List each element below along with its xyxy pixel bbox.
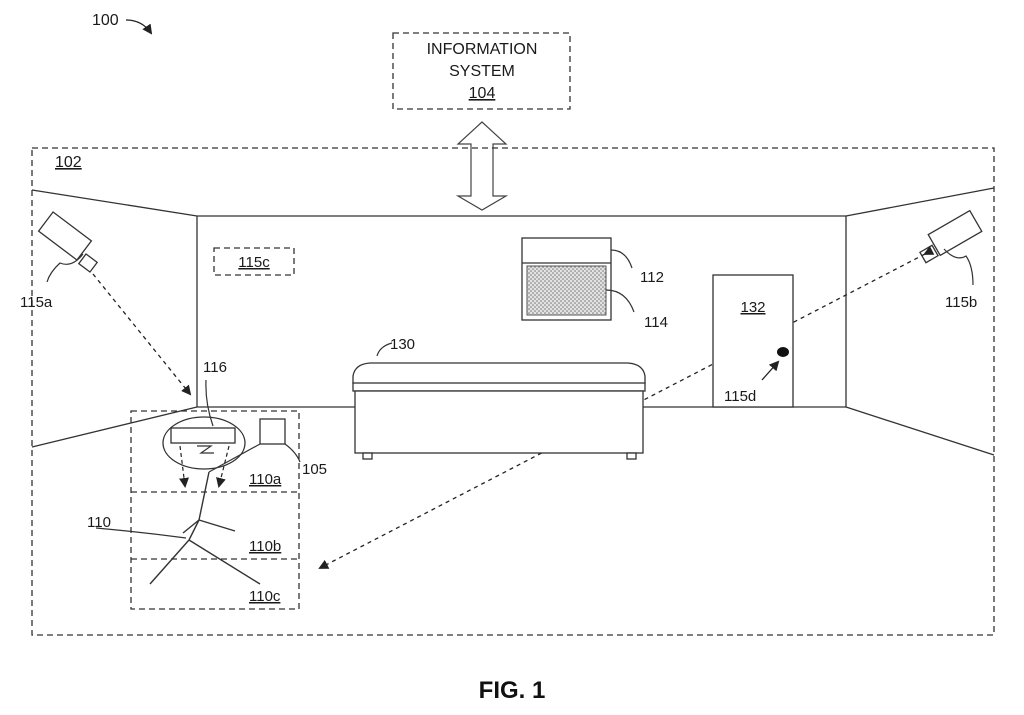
figure-ref-arrow xyxy=(126,20,151,33)
device-116-band xyxy=(171,428,235,443)
screen-114-label: 114 xyxy=(644,314,668,331)
camera-115a-view-line xyxy=(93,274,190,394)
window-112-label: 112 xyxy=(640,269,664,286)
window-112-leader xyxy=(611,250,632,268)
sensor-115c-label: 115c xyxy=(238,254,270,271)
camera-115b-label: 115b xyxy=(945,294,977,311)
screen-114 xyxy=(527,266,606,315)
room-ref-label: 102 xyxy=(55,154,82,171)
zone-110b-label: 110b xyxy=(249,538,281,555)
zone-110c-label: 110c xyxy=(249,588,281,605)
figure-ref-label: 100 xyxy=(92,12,119,29)
bed-130 xyxy=(353,363,645,459)
camera-115a xyxy=(39,212,98,282)
figure-caption: FIG. 1 xyxy=(479,677,546,704)
zone-110a-label: 110a xyxy=(249,471,282,488)
information-system-line1: INFORMATION xyxy=(427,41,538,58)
device-105 xyxy=(260,419,285,444)
person-110-label: 110 xyxy=(87,514,111,531)
device-105-leader xyxy=(285,444,300,462)
information-system-line2: SYSTEM xyxy=(449,63,515,80)
bidirectional-arrow xyxy=(458,122,506,210)
bed-130-label: 130 xyxy=(390,336,415,353)
camera-115b xyxy=(920,211,982,285)
door-sensor-115d xyxy=(777,347,789,357)
door-132-label: 132 xyxy=(740,299,765,316)
device-116-label: 116 xyxy=(203,359,227,376)
device-105-label: 105 xyxy=(302,461,327,478)
sensor-115d-label: 115d xyxy=(724,388,756,405)
information-system-ref: 104 xyxy=(469,85,496,102)
camera-115a-label: 115a xyxy=(20,294,53,311)
person-110 xyxy=(150,472,260,584)
